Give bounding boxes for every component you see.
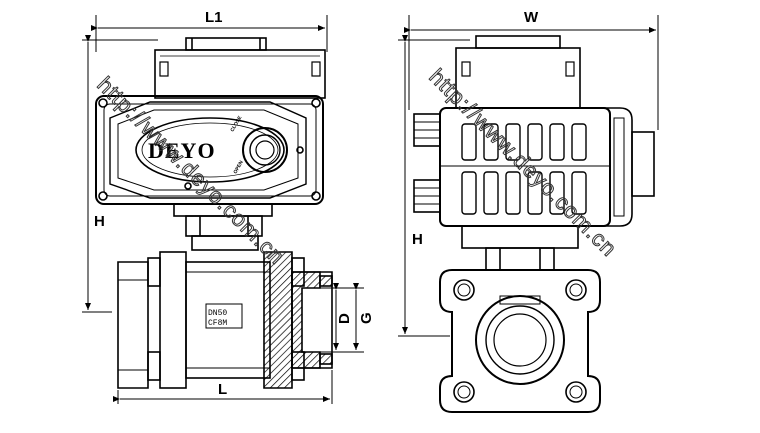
valve-end-view	[439, 269, 601, 413]
label-h-right: H	[412, 231, 423, 248]
label-w: W	[524, 9, 539, 26]
dimension-w	[404, 15, 659, 130]
dimension-h-left	[82, 35, 158, 313]
label-open: OPEN	[233, 159, 245, 175]
label-d: D	[336, 313, 353, 324]
cable-gland-lower	[413, 179, 441, 213]
actuator-top-cover	[154, 37, 326, 99]
label-close: CLOSE	[230, 115, 244, 133]
label-g: G	[358, 312, 375, 324]
dimension-l	[113, 370, 333, 404]
cable-gland-upper	[413, 113, 441, 147]
cooling-fins-top	[461, 123, 587, 161]
cooling-fins-bottom	[461, 171, 587, 215]
dimension-l1	[91, 15, 328, 52]
watermark-right: http://www.deyo.com.cn	[424, 64, 622, 262]
mounting-bracket	[173, 203, 273, 251]
right-view	[398, 15, 659, 413]
dimension-d-g	[332, 283, 364, 353]
label-l: L	[218, 381, 227, 398]
actuator-body	[95, 95, 324, 205]
label-h-left: H	[94, 213, 105, 230]
mounting-bracket-right	[461, 225, 579, 271]
dimension-h-right	[398, 35, 470, 337]
actuator-finned-body	[439, 107, 655, 227]
brand-logo: DEYO	[148, 138, 216, 163]
valve-material-label: CF8M	[208, 319, 227, 328]
label-l1: L1	[205, 9, 223, 26]
valve-body-side	[117, 251, 333, 389]
valve-size-label: DN50	[208, 309, 227, 318]
